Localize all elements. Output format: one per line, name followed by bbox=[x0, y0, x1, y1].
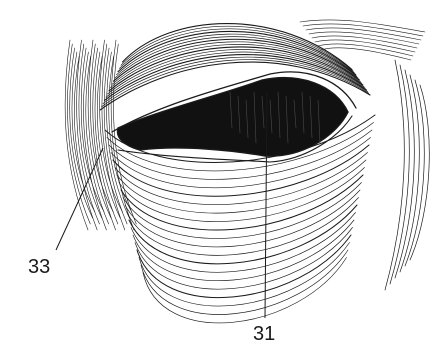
inner-corner-hatch-line bbox=[108, 55, 132, 213]
inner-corner-hatch-line bbox=[64, 39, 89, 231]
upper-lid-contour-line bbox=[110, 44, 362, 88]
eye-opening-texture-line bbox=[285, 95, 289, 144]
upper-lid-contour-line bbox=[112, 38, 360, 82]
wrinkle-line bbox=[314, 39, 416, 53]
wrinkle-line bbox=[305, 27, 422, 41]
upper-lid-contour-line bbox=[119, 28, 355, 74]
upper-lid-contour-line bbox=[102, 56, 368, 104]
eye-opening-texture-line bbox=[301, 91, 305, 134]
lower-lid-contour-line bbox=[120, 174, 364, 231]
wrinkle-line bbox=[302, 23, 424, 37]
lower-lid-margin-line bbox=[117, 115, 353, 163]
inner-corner-hatch-line bbox=[76, 39, 100, 225]
leader-line-31 bbox=[264, 91, 268, 319]
inner-corner-hatch-line bbox=[94, 51, 119, 225]
inner-corner-hatch-line bbox=[99, 39, 123, 213]
temple-contour-line bbox=[409, 84, 430, 261]
lower-lid-contour-line bbox=[114, 152, 368, 205]
reference-number-33: 33 bbox=[28, 256, 51, 278]
wrinkle-line bbox=[311, 35, 418, 49]
inner-corner-hatch-line bbox=[103, 47, 128, 225]
eye-opening-texture-line bbox=[261, 95, 265, 129]
eye-opening-texture-line bbox=[237, 95, 241, 134]
inner-corner-hatch-line bbox=[78, 43, 103, 219]
lower-lid-contour-line bbox=[110, 137, 371, 189]
wrinkle-line bbox=[308, 31, 420, 45]
temple-contour-line bbox=[394, 69, 415, 279]
lower-lid-contour-line bbox=[124, 189, 361, 248]
inner-corner-hatch-line bbox=[92, 47, 116, 231]
eye-opening-texture-line bbox=[309, 95, 313, 139]
upper-lid-contour-line bbox=[103, 54, 367, 101]
wrinkle-line bbox=[317, 43, 414, 57]
temple-contour-line bbox=[384, 59, 405, 291]
inner-corner-hatch-line bbox=[83, 51, 107, 231]
lower-lid-contour-line bbox=[116, 159, 367, 214]
lower-lid-contour-line bbox=[136, 234, 352, 299]
upper-lid-contour-line bbox=[121, 23, 353, 71]
upper-lid-contour-line bbox=[120, 25, 354, 72]
lower-lid-contour-line bbox=[118, 167, 365, 222]
inner-corner-hatch-line bbox=[90, 43, 114, 213]
eye-opening-texture-line bbox=[229, 91, 233, 129]
lower-lid-contour-line bbox=[134, 227, 353, 290]
lower-lid-contour-line bbox=[106, 122, 374, 172]
eye-opening-dark-region bbox=[116, 76, 349, 157]
inner-corner-hatch-line bbox=[113, 43, 137, 225]
lower-lid-contour-line bbox=[122, 182, 362, 239]
upper-lid-contour-line bbox=[116, 33, 358, 77]
lower-lid-contour-line bbox=[132, 219, 355, 282]
inner-corner-hatch-line bbox=[97, 55, 121, 219]
eye-opening-texture-line bbox=[253, 91, 257, 144]
inner-corner-hatch-line bbox=[87, 39, 112, 219]
lower-lid-contour-line bbox=[130, 212, 356, 273]
inner-corner-hatch-line bbox=[110, 39, 135, 231]
inner-corner-hatch-line bbox=[74, 55, 98, 231]
upper-lid-contour-line bbox=[114, 36, 359, 79]
lower-lid-contour-line bbox=[142, 257, 347, 324]
upper-lid-contour-line bbox=[108, 46, 364, 92]
inner-corner-hatch-line bbox=[69, 47, 93, 219]
inner-corner-hatch-line bbox=[71, 51, 96, 213]
temple-contour-line bbox=[404, 79, 425, 267]
lower-lid-contour-line bbox=[128, 204, 358, 265]
lower-lid-contour-line bbox=[112, 144, 370, 197]
upper-lid-margin-line bbox=[111, 71, 357, 133]
eye-opening-texture-line bbox=[277, 91, 281, 139]
inner-corner-hatch-line bbox=[85, 55, 109, 225]
leader-line-33 bbox=[55, 147, 104, 251]
inner-corner-hatch-line bbox=[101, 43, 126, 231]
eye-opening-texture-line bbox=[317, 99, 321, 144]
temple-contour-line bbox=[389, 64, 410, 285]
upper-lid-contour-line bbox=[111, 41, 361, 85]
temple-contour-line bbox=[399, 74, 420, 273]
eye-opening-texture-line bbox=[245, 99, 249, 139]
upper-lid-contour-line bbox=[101, 59, 370, 108]
eye-opening-texture-line bbox=[269, 99, 273, 134]
upper-lid-contour-line bbox=[117, 30, 357, 76]
lower-lid-contour-line bbox=[108, 129, 373, 180]
reference-number-31: 31 bbox=[253, 323, 276, 345]
upper-lid-contour-line bbox=[99, 61, 371, 111]
wrinkle-line bbox=[320, 47, 412, 61]
wrinkle-line bbox=[299, 19, 426, 33]
upper-lid-contour-line bbox=[105, 51, 366, 98]
inner-corner-hatch-line bbox=[67, 43, 91, 225]
inner-corner-hatch-line bbox=[80, 47, 105, 213]
upper-lid-contour-line bbox=[107, 49, 365, 95]
lower-lid-contour-line bbox=[126, 197, 359, 256]
eye-opening-texture-line bbox=[293, 99, 297, 129]
